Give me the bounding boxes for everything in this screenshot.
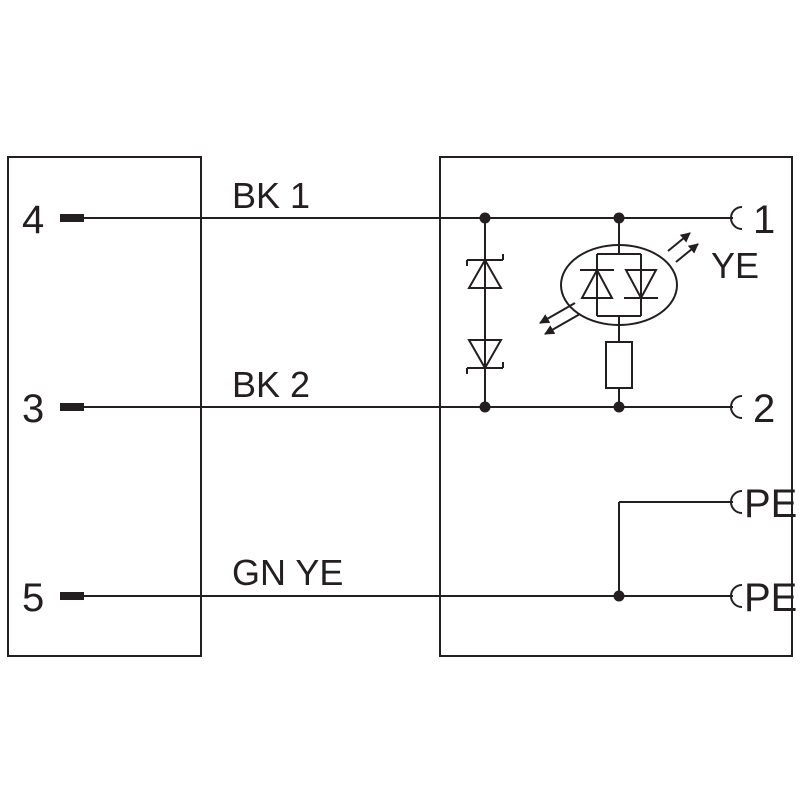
led-indicator <box>560 218 678 407</box>
terminal-pe-lower-socket <box>730 584 743 608</box>
terminal-label: PE <box>744 576 797 620</box>
terminal-2-socket <box>730 395 743 419</box>
wire-label: GN YE <box>232 552 343 593</box>
led-color-label: YE <box>711 245 759 286</box>
pin-3-stub <box>60 403 84 411</box>
pin-number: 3 <box>22 387 44 431</box>
terminal-1-socket <box>730 206 743 230</box>
pin-number: 5 <box>22 576 44 620</box>
junction-dot <box>613 212 625 224</box>
pin-number: 4 <box>22 198 44 242</box>
resistor <box>605 341 633 389</box>
junction-dot <box>613 401 625 413</box>
terminal-pe-upper-socket <box>730 490 743 514</box>
pin-5-stub <box>60 592 84 600</box>
led-emission-arrows <box>539 232 699 335</box>
wire-label: BK 1 <box>232 175 310 216</box>
wire-label: BK 2 <box>232 364 310 405</box>
terminal-label: PE <box>744 482 797 526</box>
terminal-label: 1 <box>753 198 775 242</box>
terminal-label: 2 <box>753 387 775 431</box>
pin-4-stub <box>60 214 84 222</box>
suppressor-diode <box>466 218 504 407</box>
junction-dot <box>479 401 491 413</box>
junction-dot <box>613 590 625 602</box>
junction-dot <box>479 212 491 224</box>
